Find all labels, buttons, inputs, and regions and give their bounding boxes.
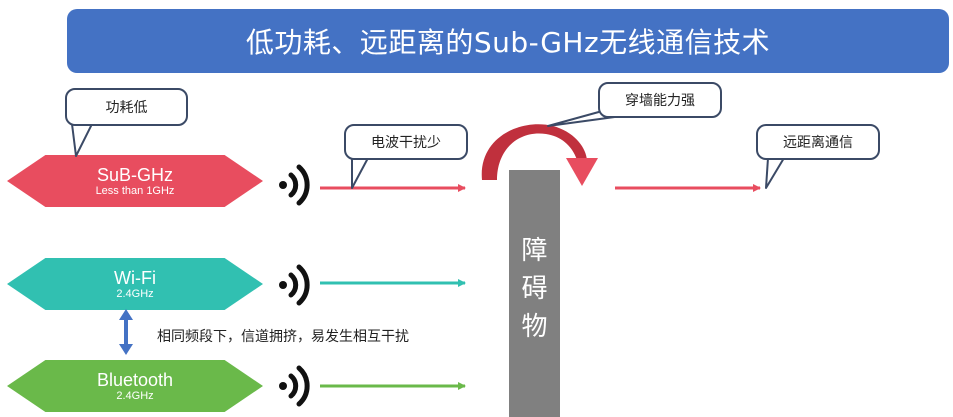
- bubble-tail-low-power: [71, 123, 93, 157]
- callout-penetration-text: 穿墙能力强: [625, 93, 695, 109]
- callout-long-range: 远距离通信: [756, 124, 880, 160]
- wifi-hexagon: Wi-Fi 2.4GHz: [7, 258, 263, 310]
- callout-low-interference: 电波干扰少: [344, 124, 468, 160]
- penetration-curved-arrow: [481, 124, 587, 180]
- sub-ghz-freq: Less than 1GHz: [95, 184, 175, 197]
- signal-icon: [279, 264, 310, 306]
- bubble-tail-long-range: [765, 157, 785, 189]
- sub-ghz-label: SuB-GHz: [96, 164, 174, 185]
- bluetooth-hexagon: Bluetooth 2.4GHz: [7, 360, 263, 412]
- curved-arrow-head: [566, 158, 598, 186]
- signal-icon: [279, 164, 310, 206]
- bubble-tail-interference: [351, 157, 369, 189]
- callout-low-power-text: 功耗低: [105, 100, 148, 116]
- wifi-freq: 2.4GHz: [116, 287, 154, 300]
- obstacle-char-3: 物: [521, 312, 548, 342]
- bluetooth-label: Bluetooth: [96, 369, 174, 390]
- wifi-label: Wi-Fi: [114, 267, 156, 288]
- obstacle-wall: [509, 170, 560, 417]
- callout-low-interference-text: 电波干扰少: [371, 135, 441, 151]
- bluetooth-freq: 2.4GHz: [116, 389, 154, 402]
- title-text: 低功耗、远距离的Sub-GHz无线通信技术: [245, 26, 771, 59]
- interference-double-arrow: [119, 309, 133, 355]
- obstacle-char-1: 障: [521, 236, 548, 266]
- title-banner: 低功耗、远距离的Sub-GHz无线通信技术: [67, 9, 949, 73]
- interference-note: 相同频段下，信道拥挤，易发生相互干扰: [157, 329, 409, 345]
- callout-penetration: 穿墙能力强: [598, 82, 722, 118]
- obstacle-char-2: 碍: [521, 274, 548, 304]
- sub-ghz-hexagon: SuB-GHz Less than 1GHz: [7, 155, 263, 207]
- signal-icon: [279, 365, 310, 407]
- callout-low-power: 功耗低: [65, 88, 188, 126]
- callout-long-range-text: 远距离通信: [783, 135, 853, 151]
- obstacle-label: 障 碍 物: [509, 232, 560, 346]
